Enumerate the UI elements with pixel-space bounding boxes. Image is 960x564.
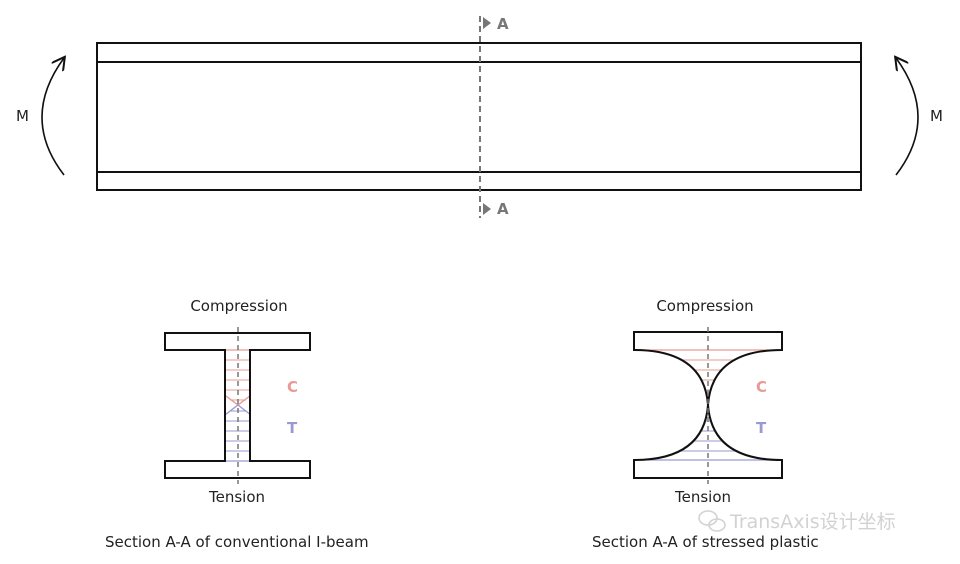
plastic-compression-letter: C xyxy=(756,378,767,396)
conventional-tension-label: Tension xyxy=(208,488,265,506)
plastic-section-outline xyxy=(633,331,783,479)
conventional-tension-letter: T xyxy=(287,419,298,437)
moment-label-right: M xyxy=(930,107,943,125)
moment-arrow-right-icon xyxy=(896,58,919,176)
section-marker-bottom: A xyxy=(497,200,509,218)
wechat-icon xyxy=(698,510,726,532)
plastic-caption: Section A-A of stressed plastic xyxy=(592,533,819,551)
section-arrow-bottom-icon xyxy=(483,203,491,215)
plastic-tension-label: Tension xyxy=(674,488,731,506)
moment-arrow-left-icon xyxy=(41,58,64,176)
section-conventional: Compression C T Tension Sect xyxy=(105,297,369,551)
conventional-compression-letter: C xyxy=(287,378,298,396)
conventional-caption: Section A-A of conventional I-beam xyxy=(105,533,369,551)
moment-label-left: M xyxy=(16,107,29,125)
plastic-compression-label: Compression xyxy=(656,297,753,315)
conventional-compression-label: Compression xyxy=(190,297,287,315)
conventional-ibeam-outline xyxy=(164,332,311,479)
section-arrow-top-icon xyxy=(483,17,491,29)
watermark: TransAxis设计坐标 xyxy=(698,510,896,533)
section-marker-top: A xyxy=(497,15,509,33)
watermark-text: TransAxis设计坐标 xyxy=(729,511,896,533)
plastic-tension-letter: T xyxy=(756,419,767,437)
